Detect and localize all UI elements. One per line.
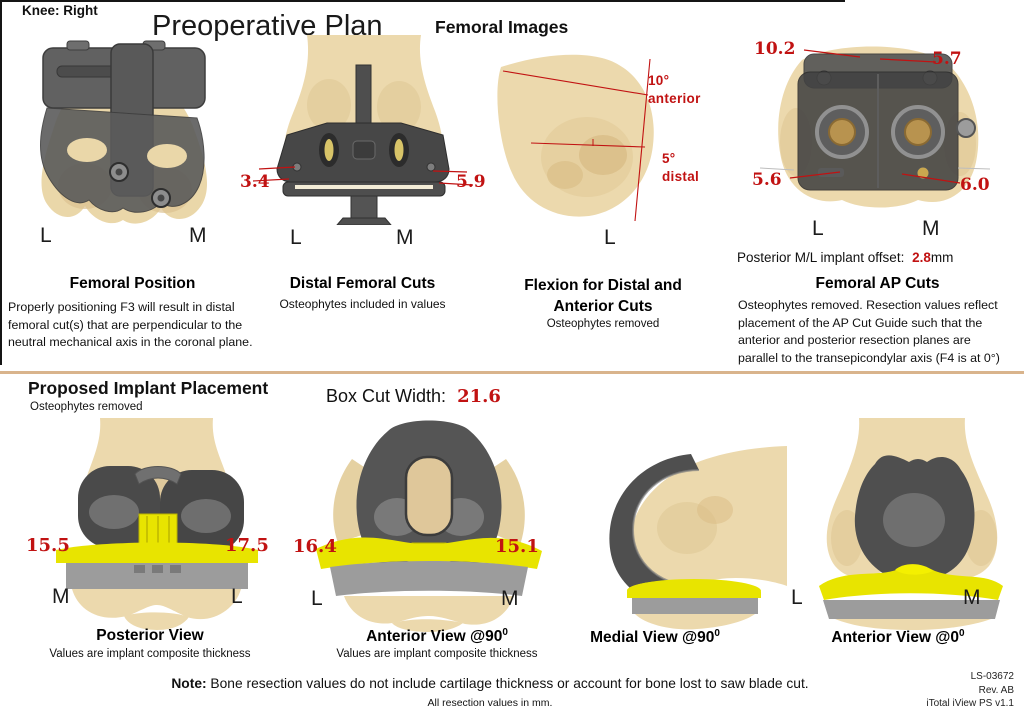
- flexion-distal-word: distal: [662, 168, 700, 184]
- flexion-anterior-word: anterior: [648, 90, 701, 106]
- knee-side-label: Knee: Right: [22, 3, 98, 18]
- posterior-view-medial-label: M: [52, 585, 70, 608]
- femoral-images-title: Femoral Images: [435, 17, 569, 37]
- distal-cut-lateral-value: 3.4: [240, 172, 270, 192]
- ap-cut-bottom-left-value: 5.6: [752, 170, 782, 190]
- ap-cut-bottom-right-value: 6.0: [960, 175, 990, 195]
- footer-note: Note: Bone resection values do not inclu…: [60, 676, 920, 691]
- box-cut-value: 21.6: [457, 386, 501, 407]
- anterior-90-left-value: 16.4: [293, 536, 337, 557]
- top-border-line: [0, 0, 845, 2]
- femoral-ap-cuts-illustration: [760, 46, 990, 208]
- posterior-offset-line: Posterior M/L implant offset: 2.8mm: [737, 250, 953, 265]
- document-version: iTotal iView PS v1.1: [926, 698, 1014, 709]
- flexion-distal-annotation: 5° distal: [662, 150, 699, 185]
- footer-note-sub: All resection values in mm.: [427, 697, 553, 709]
- posterior-view-illustration: [56, 418, 258, 630]
- distal-cut-medial-value: 5.9: [456, 172, 486, 192]
- distal-cuts-medial-label: M: [396, 226, 414, 249]
- flexion-distal-value: 5°: [662, 151, 676, 166]
- offset-label: Posterior M/L implant offset:: [737, 250, 905, 265]
- anterior-0-title-text: Anterior View @0: [831, 629, 960, 647]
- distal-femoral-cuts-illustration: [253, 35, 473, 225]
- ap-cuts-description: Osteophytes removed. Resection values re…: [738, 298, 1000, 365]
- anterior-0-title-sup: 0: [959, 628, 965, 639]
- logo-text-orange: MIS: [957, 0, 1001, 5]
- anterior-90-subtitle: Values are implant composite thickness: [336, 648, 538, 660]
- femoral-position-illustration: [40, 40, 208, 224]
- document-id: LS-03672: [970, 671, 1014, 682]
- ap-cuts-title: Femoral AP Cuts: [815, 275, 940, 292]
- medial-90-title-sup: 0: [714, 628, 720, 639]
- flexion-title: Flexion for Distal and Anterior Cuts: [478, 275, 728, 317]
- anterior-90-medial-label: M: [501, 587, 519, 610]
- ap-cuts-medial-label: M: [922, 217, 940, 240]
- anterior-0-lateral-label: L: [791, 586, 803, 609]
- left-border-line: [0, 0, 2, 365]
- document-info: LS-03672 Rev. AB iTotal iView PS v1.1: [904, 670, 1014, 711]
- flexion-anterior-annotation: 10° anterior: [648, 72, 701, 107]
- femoral-position-lateral-label: L: [40, 224, 52, 247]
- femoral-position-title: Femoral Position: [69, 275, 196, 292]
- anterior-90-title-sup: 0: [502, 627, 508, 638]
- flexion-subtitle: Osteophytes removed: [546, 318, 660, 330]
- flexion-title-line2: Anterior Cuts: [553, 298, 653, 315]
- offset-unit: mm: [930, 250, 954, 265]
- medial-90-title-text: Medial View @90: [590, 629, 715, 647]
- anterior-90-lateral-label: L: [311, 587, 323, 610]
- posterior-view-right-value: 17.5: [225, 535, 269, 556]
- femoral-position-medial-label: M: [189, 224, 207, 247]
- logo-text-dark: Confor: [876, 0, 957, 5]
- section-divider: [0, 371, 1024, 374]
- ap-cuts-lateral-label: L: [812, 217, 824, 240]
- offset-value: 2.8: [912, 250, 931, 265]
- posterior-view-lateral-label: L: [231, 585, 243, 608]
- anterior-90-right-value: 15.1: [495, 536, 539, 557]
- medial-view-90-illustration: [609, 446, 787, 630]
- box-cut-width-line: Box Cut Width: 21.6: [326, 386, 501, 407]
- medial-90-title: Medial View @900: [535, 628, 775, 647]
- distal-cuts-title: Distal Femoral Cuts: [289, 275, 436, 292]
- flexion-title-line1: Flexion for Distal and: [524, 277, 682, 294]
- femoral-position-description: Properly positioning F3 will result in d…: [8, 300, 253, 350]
- flexion-lateral-label: L: [604, 226, 616, 249]
- distal-cuts-subtitle: Osteophytes included in values: [279, 297, 446, 311]
- ap-cut-top-right-value: 5.7: [932, 49, 962, 69]
- footer-note-label: Note:: [171, 676, 207, 691]
- anterior-90-title-text: Anterior View @90: [366, 628, 503, 646]
- anterior-view-0-illustration: [819, 418, 1003, 630]
- anterior-90-title: Anterior View @900: [317, 627, 557, 646]
- conformis-logo: ConforMIS: [876, 0, 1024, 8]
- flexion-anterior-value: 10°: [648, 73, 670, 88]
- flexion-illustration: [497, 54, 654, 222]
- posterior-view-left-value: 15.5: [26, 535, 70, 556]
- implant-section-subtitle: Osteophytes removed: [30, 401, 143, 413]
- document-revision: Rev. AB: [978, 684, 1014, 696]
- anterior-view-90-illustration: [316, 420, 542, 632]
- distal-cuts-lateral-label: L: [290, 226, 302, 249]
- posterior-view-title: Posterior View: [96, 627, 204, 644]
- ap-cut-top-left-value: 10.2: [754, 39, 796, 59]
- anterior-0-medial-label: M: [963, 586, 981, 609]
- implant-section-title: Proposed Implant Placement: [28, 378, 269, 398]
- anterior-0-title: Anterior View @00: [778, 628, 1018, 647]
- box-cut-label: Box Cut Width:: [326, 386, 447, 406]
- posterior-view-subtitle: Values are implant composite thickness: [49, 648, 251, 660]
- footer-note-text: Bone resection values do not include car…: [206, 676, 809, 691]
